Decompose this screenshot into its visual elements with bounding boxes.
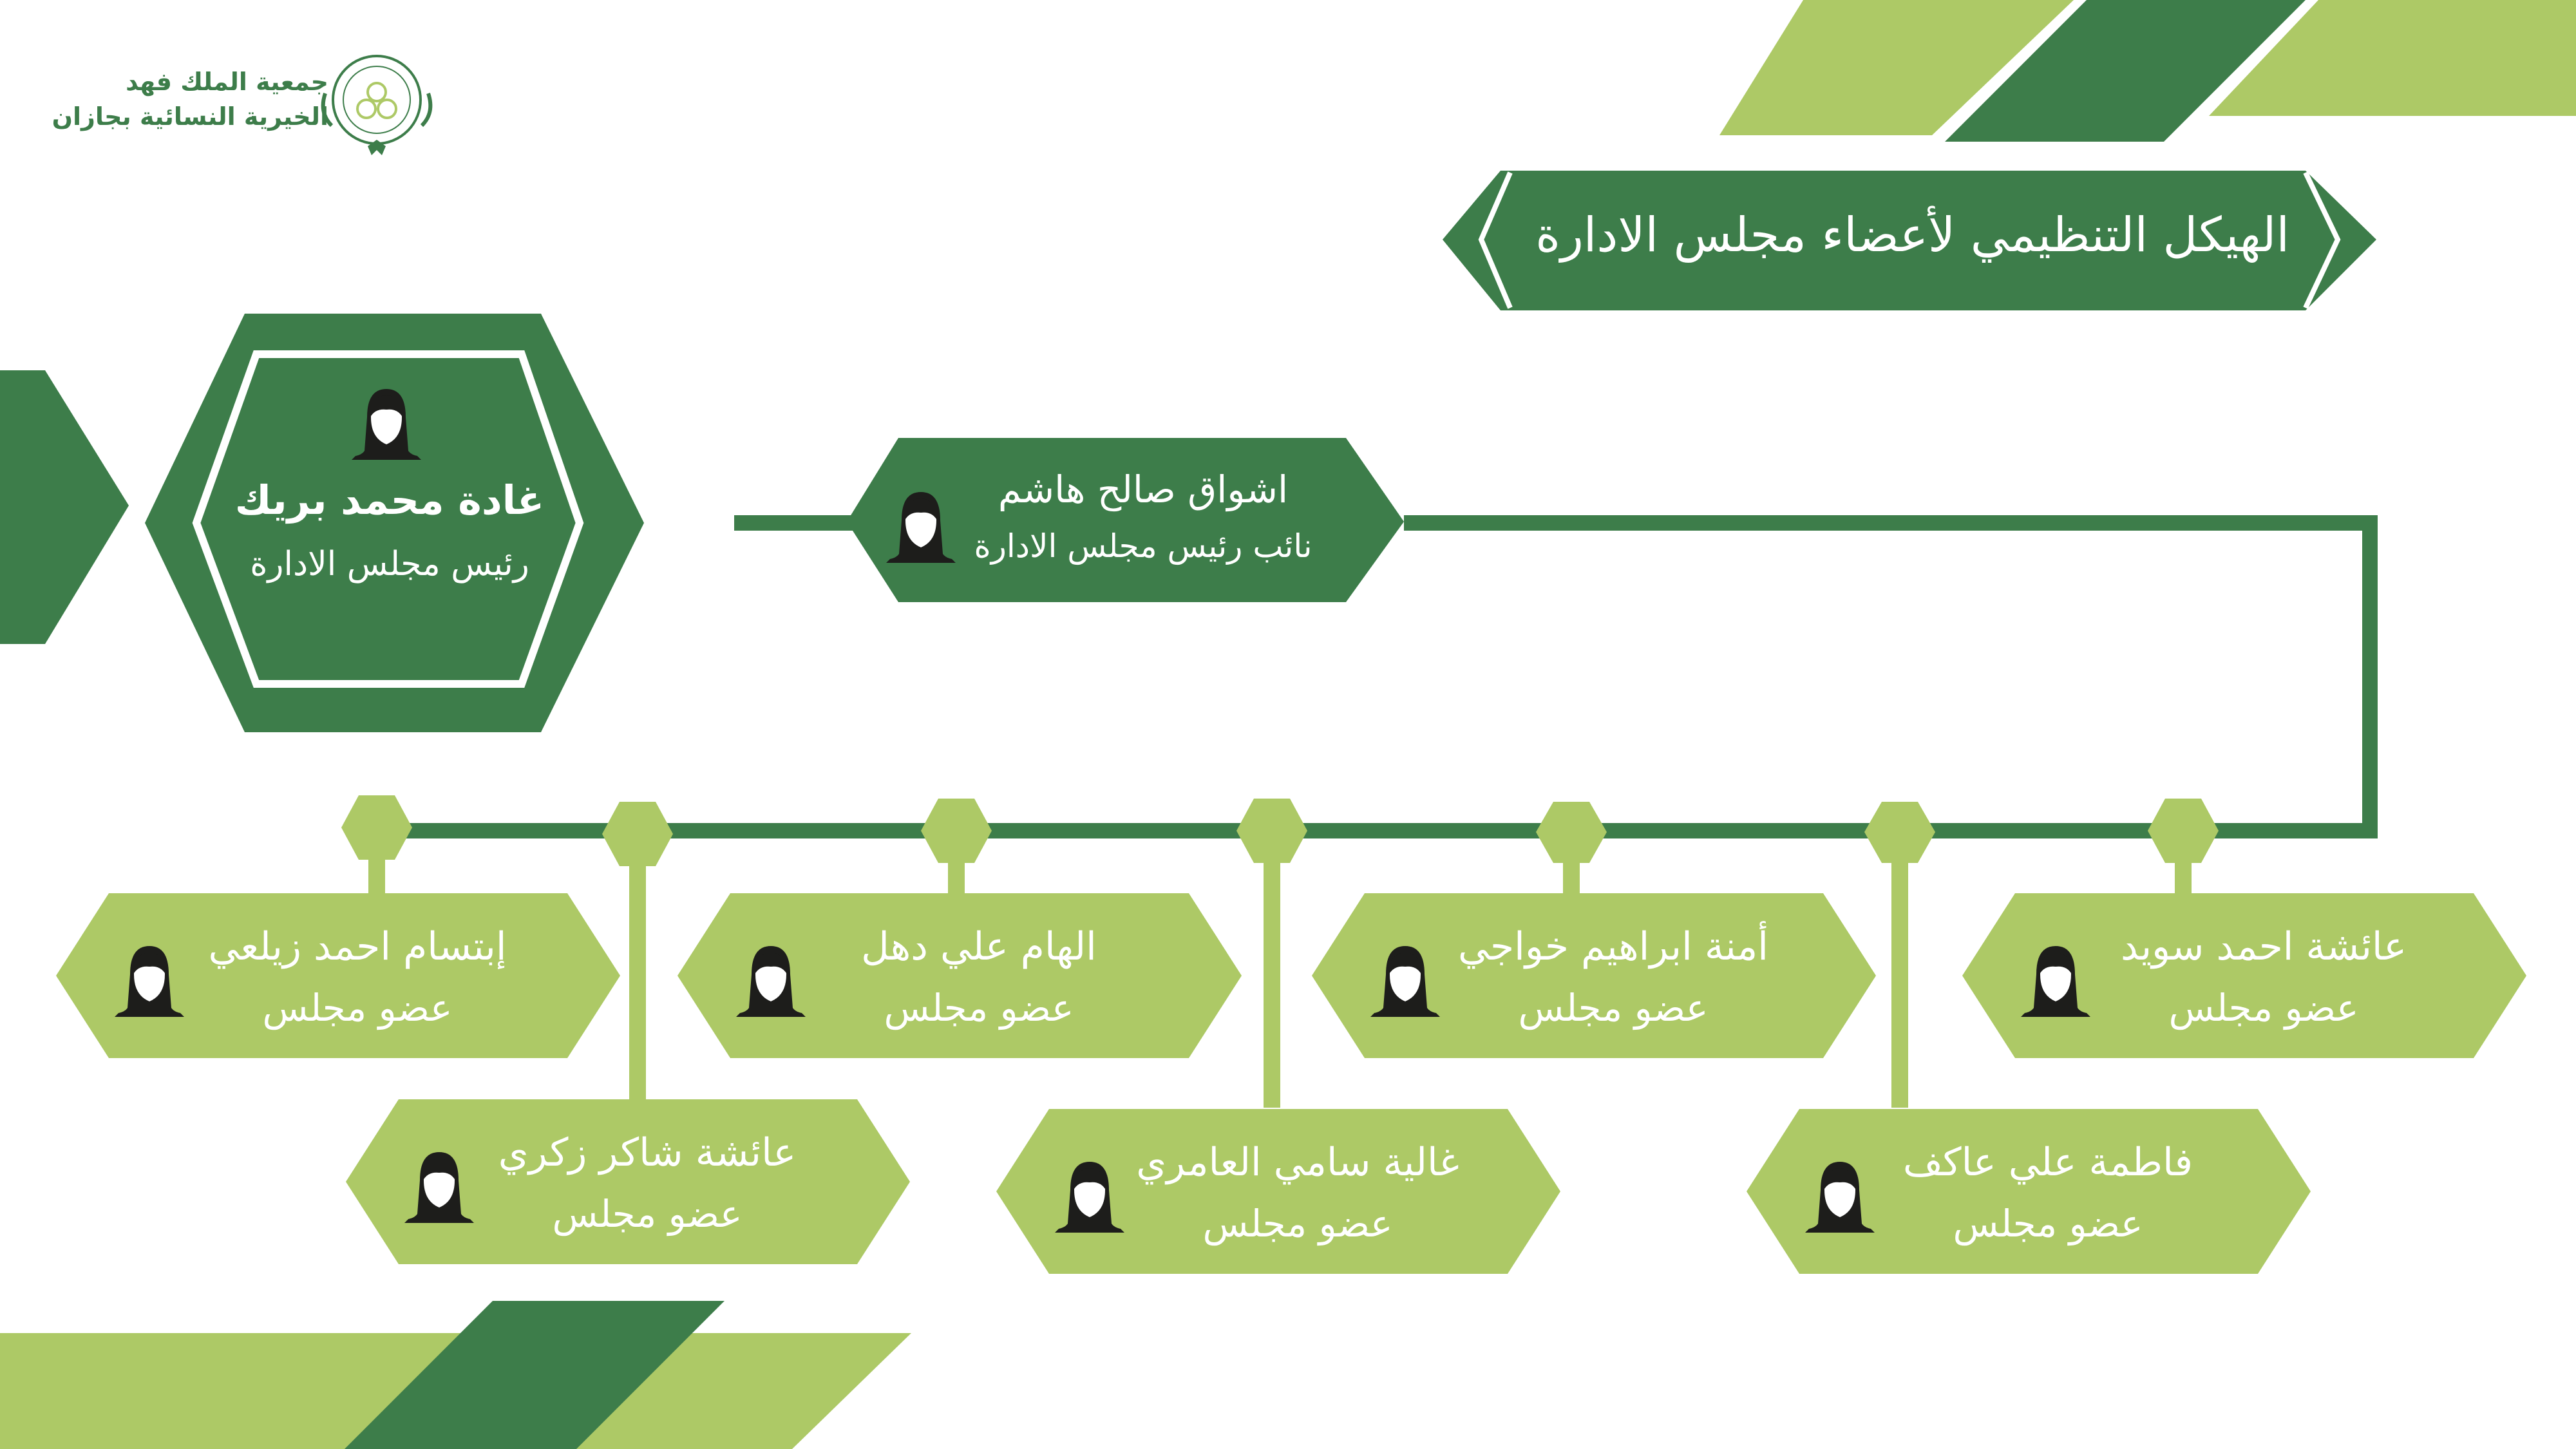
organization-name-line2: الخيرية النسائية بجازان (52, 102, 328, 131)
member-name: إبتسام احمد زيلعي (208, 924, 506, 969)
member-name: أمنة ابراهيم خواجي (1458, 921, 1768, 969)
vice-chair-role: نائب رئيس مجلس الادارة (974, 527, 1312, 565)
chairperson-name: غادة محمد بريك (235, 477, 545, 524)
vice-chair-name: اشواق صالح هاشم (998, 468, 1288, 512)
member-card-shape (346, 1099, 910, 1264)
member-card-shape (677, 893, 1242, 1058)
organization-name: جمعية الملك فهد الخيرية النسائية بجازان (45, 64, 328, 134)
connectors (361, 515, 2378, 838)
member-stems (368, 831, 2192, 1108)
decor-top-right (1719, 0, 2576, 142)
member-name: فاطمة علي عاكف (1903, 1140, 2193, 1185)
members-layer: عائشة احمد سويد عضو مجلس فاطمة علي عاكف عضو… (56, 893, 2526, 1274)
member-card-shape (56, 893, 620, 1058)
member-name: الهام علي دهل (861, 924, 1097, 969)
decor-bottom-left (0, 1301, 911, 1449)
page-title: الهيكل التنظيمي لأعضاء مجلس الادارة (1535, 205, 2289, 263)
member-role: عضو مجلس (884, 986, 1074, 1030)
member-card: غالية سامي العامري عضو مجلس (996, 1109, 1560, 1274)
member-card-shape (1962, 893, 2526, 1058)
member-role: عضو مجلس (553, 1192, 743, 1236)
member-role: عضو مجلس (263, 986, 453, 1030)
member-name: عائشة احمد سويد (2121, 924, 2407, 969)
junction-nodes (341, 795, 2219, 866)
member-card: عائشة احمد سويد عضو مجلس (1962, 893, 2526, 1058)
member-card: فاطمة علي عاكف عضو مجلس (1747, 1109, 2311, 1274)
organization-name-line1: جمعية الملك فهد (126, 68, 328, 96)
member-card-shape (996, 1109, 1560, 1274)
chairperson-role: رئيس مجلس الادارة (250, 545, 529, 583)
member-card-shape (1747, 1109, 2311, 1274)
member-role: عضو مجلس (1519, 986, 1709, 1030)
member-card: أمنة ابراهيم خواجي عضو مجلس (1312, 893, 1876, 1058)
decor-left-band (0, 370, 129, 644)
member-card-shape (1312, 893, 1876, 1058)
member-name: غالية سامي العامري (1136, 1140, 1459, 1185)
member-role: عضو مجلس (2169, 986, 2359, 1030)
member-card: عائشة شاكر زكري عضو مجلس (346, 1099, 910, 1264)
member-role: عضو مجلس (1953, 1202, 2143, 1246)
member-role: عضو مجلس (1203, 1202, 1393, 1246)
member-card: إبتسام احمد زيلعي عضو مجلس (56, 893, 620, 1058)
vice-chair-card: اشواق صالح هاشم نائب رئيس مجلس الادارة (847, 438, 1404, 602)
association-emblem-icon (321, 55, 433, 155)
title-banner: الهيكل التنظيمي لأعضاء مجلس الادارة (1443, 171, 2376, 310)
member-card: الهام علي دهل عضو مجلس (677, 893, 1242, 1058)
member-name: عائشة شاكر زكري (498, 1130, 796, 1175)
chairperson-card: غادة محمد بريك رئيس مجلس الادارة (145, 314, 644, 732)
